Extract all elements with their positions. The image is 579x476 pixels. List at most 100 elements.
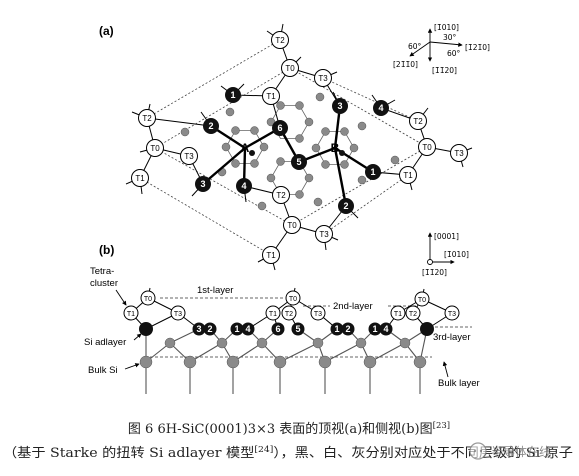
black-si-atom: 4 bbox=[379, 322, 393, 336]
white-si-atom: T0 bbox=[281, 59, 299, 77]
atom-number: 6 bbox=[277, 123, 282, 133]
black-si-atom: 1 bbox=[365, 164, 381, 180]
atom-label: T2 bbox=[413, 117, 423, 126]
atom-label: T1 bbox=[266, 251, 276, 260]
figure-caption: 图 6 6H-SiC(0001)3×3 表面的顶视(a)和侧视(b)图[23] … bbox=[3, 421, 573, 461]
white-si-atom: T3 bbox=[315, 225, 333, 243]
caption-line-1: 图 6 6H-SiC(0001)3×3 表面的顶视(a)和侧视(b)图[23] bbox=[128, 421, 450, 437]
atom-number: 2 bbox=[345, 324, 350, 334]
atom-label: T3 bbox=[318, 74, 328, 83]
watermark-text: 半导体在线 bbox=[491, 445, 551, 459]
atom-label: T1 bbox=[394, 311, 402, 318]
atom-label: T3 bbox=[448, 311, 456, 318]
atom-number: 2 bbox=[208, 121, 213, 131]
white-si-atom: T0 bbox=[285, 290, 301, 306]
caption-text: （基于 Starke 的扭转 Si adlayer 模型 bbox=[3, 445, 254, 461]
white-si-atom: T0 bbox=[418, 138, 436, 156]
white-si-atom: T1 bbox=[265, 305, 281, 321]
atom-number: 1 bbox=[230, 90, 235, 100]
black-si-atom: 3 bbox=[332, 98, 348, 114]
atom-number: 5 bbox=[295, 324, 300, 334]
direction-label: [1̄21̄0] bbox=[465, 43, 490, 52]
atom-label: T1 bbox=[403, 171, 413, 180]
angle-label: 60° bbox=[408, 42, 422, 51]
black-si-atom: 1 bbox=[230, 322, 244, 336]
caption-text: ），黑、白、灰分别对应处于不同层级的 Si 原子 bbox=[273, 445, 573, 461]
white-si-atom: T2 bbox=[138, 109, 156, 127]
black-si-atom: 5 bbox=[291, 154, 307, 170]
atom-label: T3 bbox=[184, 152, 194, 161]
atom-number: 4 bbox=[378, 103, 383, 113]
white-si-atom: T3 bbox=[180, 147, 198, 165]
tetra-cluster-arrow bbox=[115, 289, 127, 306]
white-si-atom: T0 bbox=[146, 139, 164, 157]
atom-number: 3 bbox=[196, 324, 201, 334]
atom-label: T0 bbox=[418, 297, 426, 304]
atom-label: T2 bbox=[409, 311, 417, 318]
atom-number: 6 bbox=[275, 324, 280, 334]
atom-label: T0 bbox=[422, 143, 432, 152]
atom-label: T2 bbox=[285, 311, 293, 318]
white-si-atom: T1 bbox=[123, 305, 139, 321]
atom-number: 4 bbox=[245, 324, 250, 334]
white-si-atom: T2 bbox=[272, 186, 290, 204]
watermark: 半导体在线 bbox=[469, 442, 551, 460]
direction-label: [1̄1̄20] bbox=[422, 268, 447, 277]
black-si-atom: 2 bbox=[338, 198, 354, 214]
third-layer-label: 3rd-layer bbox=[433, 332, 471, 343]
atom-label: T2 bbox=[275, 36, 285, 45]
direction-label: [1̄010] bbox=[444, 250, 469, 259]
atom-label: T1 bbox=[127, 311, 135, 318]
black-si-atom: 1 bbox=[330, 322, 344, 336]
panel-b-label: (b) bbox=[99, 243, 114, 257]
unit-cell-outline bbox=[154, 67, 428, 226]
gray-si-atoms bbox=[180, 92, 400, 211]
atom-number: 4 bbox=[241, 181, 246, 191]
atom-label: T0 bbox=[287, 221, 297, 230]
atom-label: T3 bbox=[174, 311, 182, 318]
atom-number: 1 bbox=[234, 324, 239, 334]
white-si-atom: T1 bbox=[262, 87, 280, 105]
black-si-atom: 5 bbox=[291, 322, 305, 336]
black-si-atom: 1 bbox=[368, 322, 382, 336]
atom-label: T1 bbox=[266, 92, 276, 101]
tetra-cluster-label: cluster bbox=[90, 278, 118, 289]
black-si-atom: 3 bbox=[195, 176, 211, 192]
white-si-atom: T1 bbox=[131, 169, 149, 187]
first-layer-label: 1st-layer bbox=[197, 285, 233, 296]
white-si-atom: T0 bbox=[414, 291, 430, 307]
caption-reference: [24] bbox=[254, 445, 273, 455]
white-si-atom: T3 bbox=[310, 305, 326, 321]
black-si-atom: 4 bbox=[236, 178, 252, 194]
si-adlayer-label: Si adlayer bbox=[84, 337, 126, 348]
black-si-atom bbox=[139, 322, 153, 336]
white-si-atom: T0 bbox=[140, 290, 156, 306]
atom-label: T3 bbox=[314, 311, 322, 318]
bulk-si-label: Bulk Si bbox=[88, 365, 118, 376]
atom-number: 1 bbox=[334, 324, 339, 334]
black-si-atom: 2 bbox=[203, 322, 217, 336]
atom-label: T1 bbox=[135, 174, 145, 183]
site-b: B bbox=[331, 141, 345, 156]
atom-label: T0 bbox=[289, 296, 297, 303]
atom-label: T0 bbox=[144, 296, 152, 303]
site-label: A bbox=[241, 141, 250, 155]
angle-label: 30° bbox=[443, 33, 457, 42]
white-si-atom: T3 bbox=[444, 305, 460, 321]
site-a: A bbox=[241, 141, 255, 156]
atom-number: 1 bbox=[370, 167, 375, 177]
black-si-atom: 6 bbox=[272, 120, 288, 136]
white-si-atom: T2 bbox=[271, 31, 289, 49]
white-si-atom: T3 bbox=[170, 305, 186, 321]
unit-cell-guide bbox=[139, 39, 419, 256]
white-si-atom: T1 bbox=[262, 246, 280, 264]
bulk-si-arrow bbox=[124, 363, 140, 370]
black-si-atom: 4 bbox=[241, 322, 255, 336]
site-label: B bbox=[331, 141, 340, 155]
caption-line-2: （基于 Starke 的扭转 Si adlayer 模型[24]），黑、白、灰分… bbox=[3, 445, 573, 461]
white-si-atom: T1 bbox=[390, 305, 406, 321]
black-si-atom: 3 bbox=[192, 322, 206, 336]
tetra-cluster-label: Tetra- bbox=[90, 266, 114, 277]
atom-number: 2 bbox=[207, 324, 212, 334]
